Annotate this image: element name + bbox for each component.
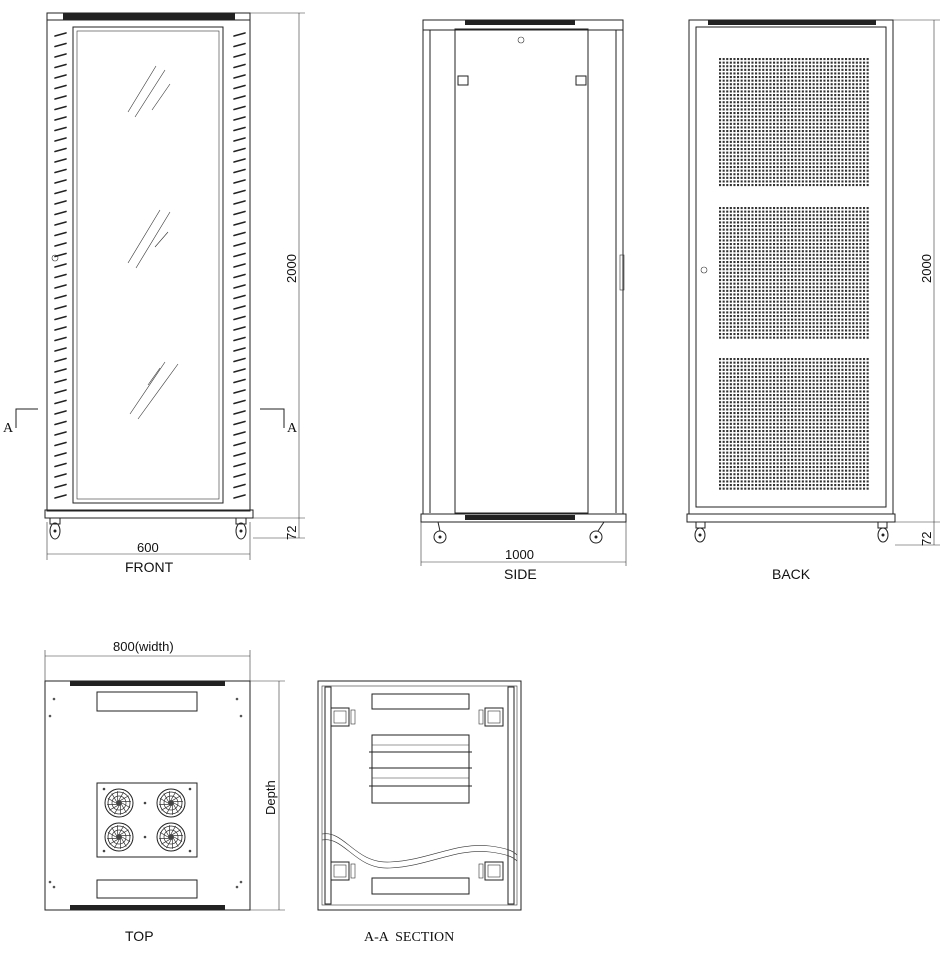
back-height-dimension	[893, 19, 940, 546]
front-glass-reflection	[127, 65, 179, 420]
top-depth-dimension	[250, 680, 285, 911]
top-view-label: TOP	[125, 928, 154, 944]
back-door	[695, 26, 887, 508]
section-cable-entry-lower	[371, 877, 470, 895]
section-outer-frame	[317, 680, 522, 911]
side-caster-right	[589, 521, 605, 544]
front-top-vent-strip	[63, 13, 235, 20]
front-door-lock	[51, 254, 59, 262]
back-door-lock	[700, 266, 708, 274]
front-section-marker-left	[15, 408, 38, 428]
front-view-label: FRONT	[125, 559, 174, 575]
top-fan-plate	[96, 782, 198, 858]
top-width-value: 800(width)	[113, 639, 174, 654]
top-outer-frame	[44, 680, 251, 911]
back-base-value: 72	[919, 532, 934, 546]
side-base	[420, 513, 627, 523]
side-bottom-vent	[465, 515, 575, 520]
back-caster-left	[694, 521, 706, 543]
section-cable	[321, 833, 518, 869]
back-base	[686, 513, 896, 523]
front-right-vent-slots	[233, 32, 246, 499]
back-perforation-middle	[719, 207, 869, 339]
side-panel-lock	[517, 36, 525, 44]
side-view-label: SIDE	[504, 566, 537, 582]
front-outer-frame	[46, 12, 251, 512]
top-mounting-holes	[48, 697, 243, 889]
front-height-dimension	[250, 12, 305, 539]
back-view-label: BACK	[772, 566, 811, 582]
side-caster-left	[433, 521, 447, 544]
top-vent-strip-lower	[70, 905, 225, 910]
back-view: 2000 72 BACK	[686, 19, 940, 582]
front-left-vent-slots	[54, 32, 67, 499]
side-panel	[454, 28, 589, 514]
front-base-value: 72	[284, 526, 299, 540]
side-latch-left	[457, 75, 469, 86]
front-section-label-left: A	[3, 421, 14, 436]
top-fan-units	[102, 787, 192, 853]
section-left-rail	[324, 686, 332, 905]
side-view: 1000 SIDE	[420, 19, 627, 582]
back-height-value: 2000	[919, 254, 934, 283]
back-caster-right	[877, 521, 889, 543]
section-right-rail	[507, 686, 515, 905]
front-caster-right	[235, 517, 247, 540]
front-caster-left	[49, 517, 61, 540]
section-view-label: A-A SECTION	[364, 930, 454, 945]
front-section-marker-right	[260, 408, 285, 428]
back-perforation-upper	[719, 58, 869, 187]
side-outer-frame	[422, 19, 624, 515]
side-latch-right	[575, 75, 587, 86]
front-glass-door	[72, 26, 224, 504]
top-cable-entry-upper	[96, 691, 198, 712]
section-view: A-A SECTION	[317, 680, 522, 945]
section-shelf-stack	[369, 734, 472, 804]
front-view: A A 2000 72 600 FRONT	[3, 12, 305, 575]
front-section-label-right: A	[287, 421, 298, 436]
side-top-vent	[465, 20, 575, 25]
top-vent-strip-upper	[70, 681, 225, 686]
section-corner-brackets	[330, 707, 504, 881]
top-view: 800(width) Depth TOP	[44, 639, 285, 944]
back-top-vent-strip	[708, 20, 876, 25]
front-width-value: 600	[137, 540, 159, 555]
top-depth-value: Depth	[263, 780, 278, 815]
back-perforation-lower	[719, 358, 869, 490]
top-cable-entry-lower	[96, 879, 198, 899]
top-width-dimension	[44, 650, 251, 681]
front-height-value: 2000	[284, 254, 299, 283]
front-width-dimension	[46, 522, 251, 560]
side-depth-value: 1000	[505, 547, 534, 562]
front-base	[44, 509, 254, 519]
section-cable-entry-upper	[371, 693, 470, 710]
side-depth-dimension	[420, 522, 627, 566]
side-door-handle	[619, 254, 625, 291]
